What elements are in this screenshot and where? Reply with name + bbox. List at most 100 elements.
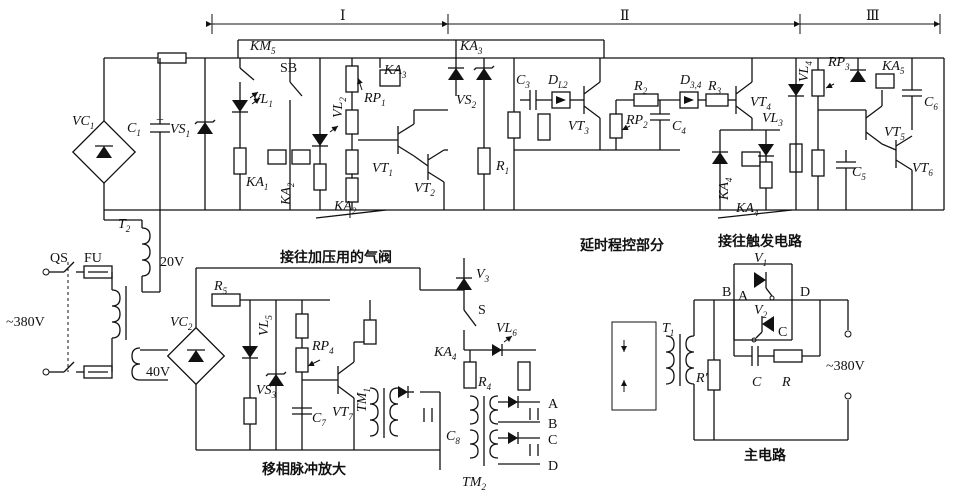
c3-label: C3 — [516, 73, 530, 90]
vt2-label: VT2 — [414, 181, 435, 198]
vt3-label: VT3 — [568, 119, 589, 136]
ka4-label: KA4 — [735, 201, 759, 218]
qs-label: QS — [50, 251, 68, 266]
out-c-label: C — [548, 433, 557, 448]
vc1-bridge — [71, 119, 137, 185]
out-b-label: B — [548, 417, 557, 432]
km5-label: KM5 — [249, 39, 276, 56]
caption-main-circuit: 主电路 — [744, 447, 787, 464]
rp3-label: RP3 — [827, 55, 850, 72]
sb-label: SB — [280, 61, 297, 76]
c1-plus: + — [156, 113, 164, 128]
caption-trigger: 接往触发电路 — [718, 233, 803, 250]
t2-transformer — [103, 210, 161, 293]
section-2-label: Ⅱ — [620, 9, 630, 24]
vt1-vt2-transistors — [358, 109, 448, 210]
ka4-vert-label: KA4 — [717, 177, 734, 201]
c1-label: C1 — [127, 121, 141, 138]
r2-label: R2 — [633, 79, 648, 96]
s-label: S — [478, 303, 486, 318]
rm-label: R — [781, 375, 791, 390]
rp4-label: RP4 — [311, 339, 334, 356]
c5-label: C5 — [852, 165, 866, 182]
vl5-label: VL5 — [257, 315, 274, 336]
c6-label: C6 — [924, 95, 938, 112]
v1-label: V1 — [754, 251, 767, 268]
vl1-label: VL1 — [252, 92, 273, 109]
ka2-vert-label: KA2 — [279, 182, 296, 206]
vl1-branch — [232, 88, 261, 210]
section-1-label: Ⅰ — [340, 9, 346, 24]
ka4-lower-label: KA4 — [433, 345, 457, 362]
r1-label: R1 — [495, 159, 509, 176]
v20-label: 20V — [160, 255, 184, 270]
vl2-label: VL2 — [331, 97, 348, 118]
top-resistor — [157, 52, 187, 64]
main-circuit — [611, 263, 852, 441]
vs3-label: VS3 — [256, 383, 277, 400]
main-b-label: B — [722, 285, 731, 300]
tm2-label: TM2 — [462, 475, 486, 492]
dl2-label: DL2 — [547, 73, 568, 90]
vt4-label: VT4 — [750, 95, 771, 112]
vs1-label: VS1 — [170, 122, 190, 139]
v3-label: V3 — [476, 267, 490, 284]
section-3-label: Ⅲ — [866, 9, 880, 24]
vl3-label: VL3 — [762, 111, 783, 128]
caption-delay-program: 延时程控部分 — [579, 237, 664, 254]
rprime-label: R' — [695, 371, 709, 386]
vl6-label: VL6 — [496, 321, 517, 338]
vt6-label: VT6 — [912, 161, 933, 178]
v380-left-label: ~380V — [6, 315, 45, 330]
vc1-label: VC1 — [72, 114, 94, 131]
section-dimension-lines — [206, 14, 941, 34]
c4-label: C4 — [672, 119, 686, 136]
vt1-label: VT1 — [372, 161, 393, 178]
ka5-label: KA5 — [881, 59, 905, 76]
rp2-label: RP2 — [625, 113, 648, 130]
r3-label: R3 — [707, 79, 722, 96]
main-a-label: A — [738, 289, 749, 304]
main-c-label: C — [778, 325, 787, 340]
qs-fu-input — [42, 261, 141, 381]
vc2-label: VC2 — [170, 315, 193, 332]
ka4-contact — [717, 209, 793, 219]
main-380-label: ~380V — [826, 359, 865, 374]
sb-switch — [267, 58, 311, 210]
main-d-label: D — [800, 285, 810, 300]
r2-rp2-c4 — [609, 93, 680, 150]
d34-label: D3,4 — [679, 73, 702, 90]
t2-label: T2 — [118, 217, 131, 234]
ka2-label: KA2 — [333, 199, 357, 216]
out-a-label: A — [548, 397, 559, 412]
output-stage — [419, 258, 540, 470]
d34-r3-vt4 — [679, 58, 753, 130]
t1-label: T1 — [662, 321, 674, 338]
ka1-label: KA1 — [245, 175, 268, 192]
out-d-label: D — [548, 459, 558, 474]
caption-gas-valve: 接往加压用的气阀 — [280, 249, 392, 266]
ka3-label: KA3 — [459, 39, 483, 56]
c3-dl2-vt3 — [507, 58, 680, 210]
r4-label: R4 — [477, 375, 492, 392]
vt5-label: VT5 — [884, 125, 905, 142]
c8-label: C8 — [446, 429, 460, 446]
r5-label: R5 — [213, 279, 228, 296]
vl4-label: VL4 — [797, 61, 814, 82]
phase-shift-circuit — [140, 267, 440, 451]
v40-label: 40V — [146, 365, 170, 380]
c7-label: C7 — [312, 411, 326, 428]
rp1-label: RP1 — [363, 91, 386, 108]
tm1-label: TM1 — [355, 388, 372, 412]
c1-capacitor — [150, 58, 170, 210]
cm-label: C — [752, 375, 762, 390]
section-3-components — [788, 58, 922, 210]
km5-contact — [239, 58, 255, 88]
vs1-zener — [194, 58, 216, 210]
ka3-vs2 — [448, 40, 495, 210]
vl2-branch — [312, 58, 401, 210]
fu-label: FU — [84, 251, 102, 266]
caption-phase-shift: 移相脉冲放大 — [262, 461, 346, 478]
